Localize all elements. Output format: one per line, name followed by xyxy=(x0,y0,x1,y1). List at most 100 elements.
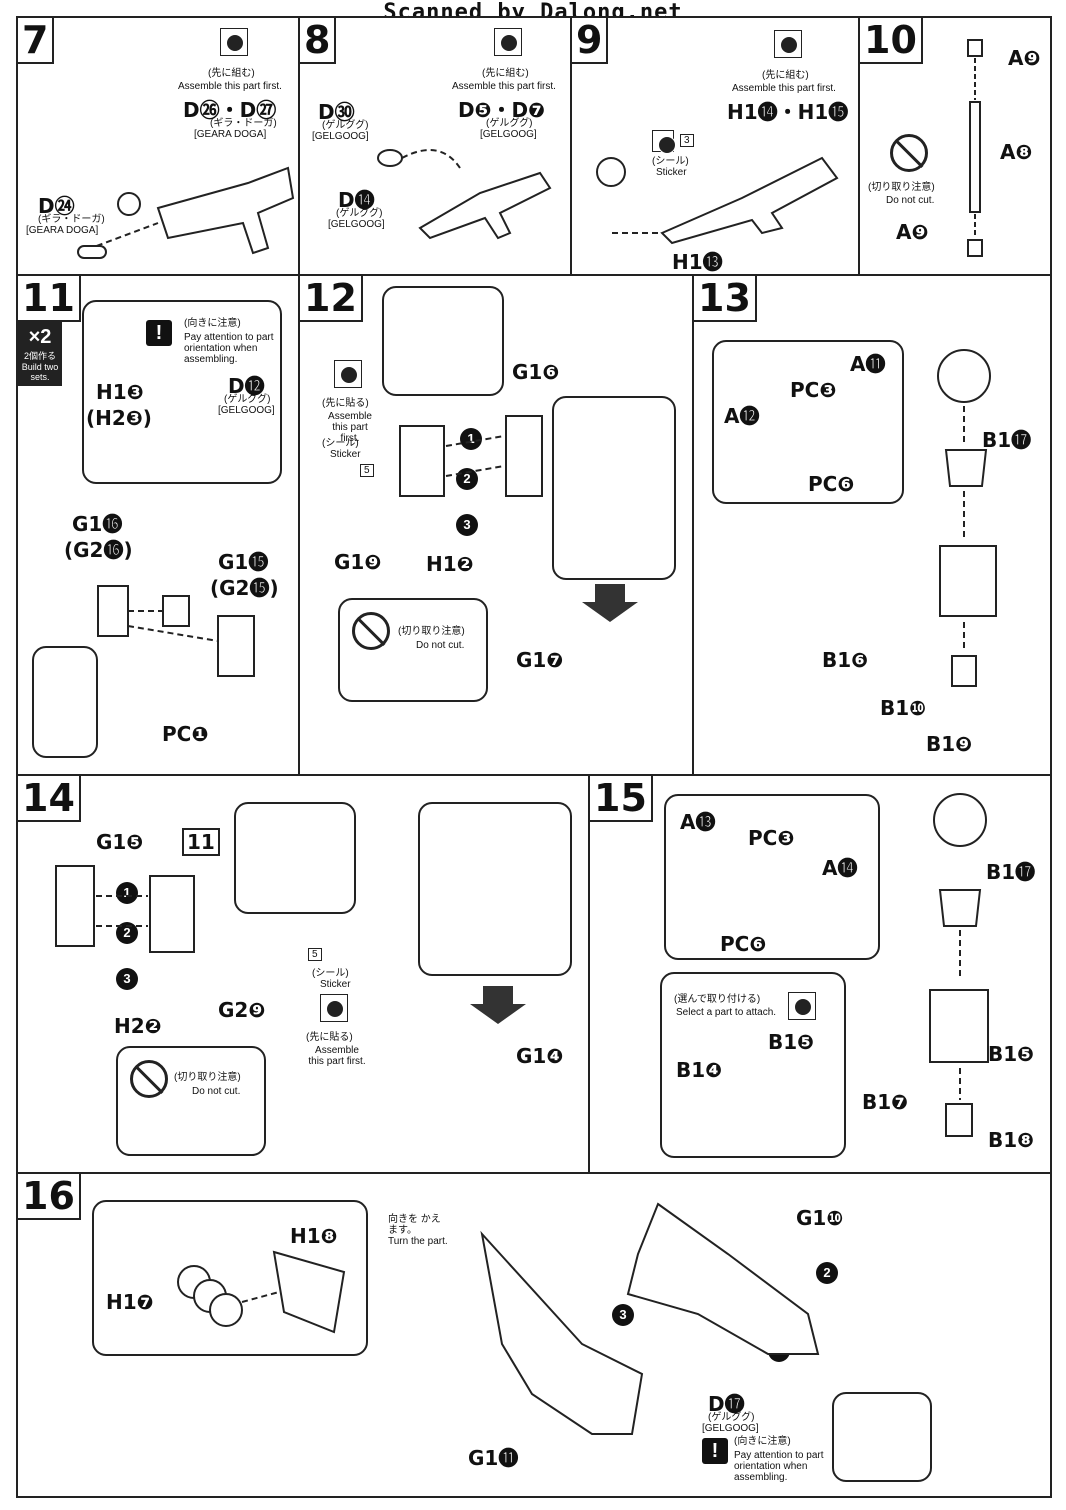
callout xyxy=(234,802,356,914)
callout xyxy=(382,286,504,396)
order-badge: 3 xyxy=(116,968,138,990)
assemble-first-icon xyxy=(774,30,802,58)
step-number: 12 xyxy=(300,276,363,322)
sticker-icon xyxy=(652,130,676,154)
step-13-panel: 13 A⓫ PC❸ A⓬ PC❻ B1⓱ B1❻ B1❿ B1❾ xyxy=(692,274,1052,776)
sticker-en: Sticker xyxy=(330,449,361,460)
build-two-sets-badge: ×2 2個作る Build two sets. xyxy=(18,322,62,386)
step-12-panel: 12 (先に貼る) Assemble this part first. (シール… xyxy=(298,274,694,776)
rifle-illustration xyxy=(77,166,295,259)
part-label: G1⓯ xyxy=(218,550,269,574)
part-label: B1❹ xyxy=(676,1058,723,1082)
gel-jp: (ゲルググ) xyxy=(224,394,271,405)
callout: A⓫ PC❸ A⓬ PC❻ xyxy=(712,340,904,504)
callout: ! (向きに注意) Pay attention to part orientat… xyxy=(82,300,282,484)
step-number: 13 xyxy=(694,276,757,322)
step-10-panel: 10 A❾ A❽ A❾ (切り取り注意) Do not cut. xyxy=(858,16,1052,276)
turn-en: Turn the part. xyxy=(388,1236,448,1247)
geara-jp: (ギラ・ドーガ) xyxy=(38,214,105,225)
assemble-first-icon xyxy=(320,994,348,1022)
first-jp: (先に組む) xyxy=(208,68,255,79)
sticker-num: 3 xyxy=(680,134,694,147)
part-label: D㉖・D㉗ xyxy=(183,98,277,122)
part-label: A❽ xyxy=(1000,140,1033,164)
sticker-jp: (シール) xyxy=(322,438,359,449)
order-badge: 2 xyxy=(116,922,138,944)
part-label: PC❻ xyxy=(808,472,855,496)
shoulder-illustration xyxy=(399,415,543,497)
shoulder-illustration xyxy=(55,865,195,953)
first-jp: (先に貼る) xyxy=(306,1032,353,1043)
callout: A⓭ PC❸ A⓮ PC❻ xyxy=(664,794,880,960)
part-label: B1❽ xyxy=(988,1128,1035,1152)
attn-en: Pay attention to part orientation when a… xyxy=(184,332,274,365)
part-label: H1❼ xyxy=(106,1290,154,1314)
part-label: (H2❸) xyxy=(86,406,152,430)
select-en: Select a part to attach. xyxy=(676,1007,777,1018)
part-label: H1⓮・H1⓯ xyxy=(727,100,849,124)
part-label: B1❻ xyxy=(822,648,869,672)
no-cut-icon xyxy=(890,134,928,172)
part-label: H1❷ xyxy=(426,552,474,576)
part-label: H1❸ xyxy=(96,380,144,404)
callout-detail xyxy=(418,802,572,976)
part-label: H1⓭ xyxy=(672,250,723,274)
step-14-panel: 14 G1❺ 11 1 2 3 H2❷ G2❾ 5 (シール) Sticker … xyxy=(16,774,590,1174)
warning-icon: ! xyxy=(702,1438,728,1464)
part-label: PC❸ xyxy=(748,826,795,850)
geara-en: [GEARA DOGA] xyxy=(26,225,99,236)
step-8-panel: 8 (先に組む) Assemble this part first. D㉚ (ゲ… xyxy=(298,16,572,276)
callout-detail xyxy=(832,1392,932,1482)
gel-jp: (ゲルググ) xyxy=(336,208,383,219)
nocut-jp: (切り取り注意) xyxy=(174,1072,241,1083)
down-arrow-icon xyxy=(582,584,638,622)
part-label: B1⓱ xyxy=(982,428,1032,452)
gun-illustration xyxy=(596,156,839,245)
gel-en: [GELGOOG] xyxy=(312,131,369,142)
first-en: Assemble this part first. xyxy=(178,81,282,92)
order-badge: 1 xyxy=(116,882,138,904)
joint-illustration xyxy=(937,349,997,687)
first-en: Assemble this part first. xyxy=(452,81,556,92)
thruster-illustration xyxy=(177,1250,346,1334)
sticker-num: 5 xyxy=(308,948,322,961)
first-jp: (先に組む) xyxy=(762,70,809,81)
shoulder-illustration xyxy=(626,1202,820,1355)
callout-select: (選んで取り付ける) Select a part to attach. B1❺ … xyxy=(660,972,846,1158)
gel-en: [GELGOOG] xyxy=(218,405,275,416)
first-en: Assemble this part first. xyxy=(308,1045,366,1067)
attn-jp: (向きに注意) xyxy=(184,318,241,329)
step-number: 7 xyxy=(18,18,55,64)
part-label: G1❿ xyxy=(796,1206,844,1230)
part-label: B1❿ xyxy=(880,696,927,720)
order-badge: 1 xyxy=(460,428,482,450)
callout-nocut: (切り取り注意) Do not cut. xyxy=(338,598,488,702)
nocut-en: Do not cut. xyxy=(192,1086,241,1097)
arm-illustration xyxy=(97,585,255,677)
part-label: G1⓫ xyxy=(468,1446,519,1470)
part-label: A⓮ xyxy=(822,856,858,880)
step-11-panel: 11 ×2 2個作る Build two sets. ! (向きに注意) Pay… xyxy=(16,274,300,776)
part-label: (G2⓯) xyxy=(210,576,279,600)
step-16-panel: 16 H1❽ H1❼ 向きを かえます。 Turn the part. G1❿ … xyxy=(16,1172,1052,1498)
nocut-jp: (切り取り注意) xyxy=(398,626,465,637)
gel-jp: (ゲルググ) xyxy=(322,120,369,131)
step-number: 14 xyxy=(18,776,81,822)
no-cut-icon xyxy=(130,1060,168,1098)
armor-illustration xyxy=(480,1230,644,1435)
part-label: B1❺ xyxy=(768,1030,815,1054)
part-label: D⓱ xyxy=(708,1392,745,1416)
part-label: D㉚ xyxy=(318,100,355,124)
nocut-en: Do not cut. xyxy=(886,195,935,206)
part-label: B1⓱ xyxy=(986,860,1036,884)
select-icon xyxy=(788,992,816,1020)
part-label: A❾ xyxy=(1008,46,1041,70)
rod-illustration xyxy=(967,39,983,257)
assemble-first-icon xyxy=(494,28,522,56)
part-label: D⓮ xyxy=(338,188,375,212)
step-15-panel: 15 A⓭ PC❸ A⓮ PC❻ B1⓱ (選んで取り付ける) Select a… xyxy=(588,774,1052,1174)
callout-nocut: (切り取り注意) Do not cut. xyxy=(116,1046,266,1156)
part-label: G2❾ xyxy=(218,998,266,1022)
order-badge: 3 xyxy=(612,1304,634,1326)
step-7-panel: 7 (先に組む) Assemble this part first. D㉖・D㉗… xyxy=(16,16,300,276)
